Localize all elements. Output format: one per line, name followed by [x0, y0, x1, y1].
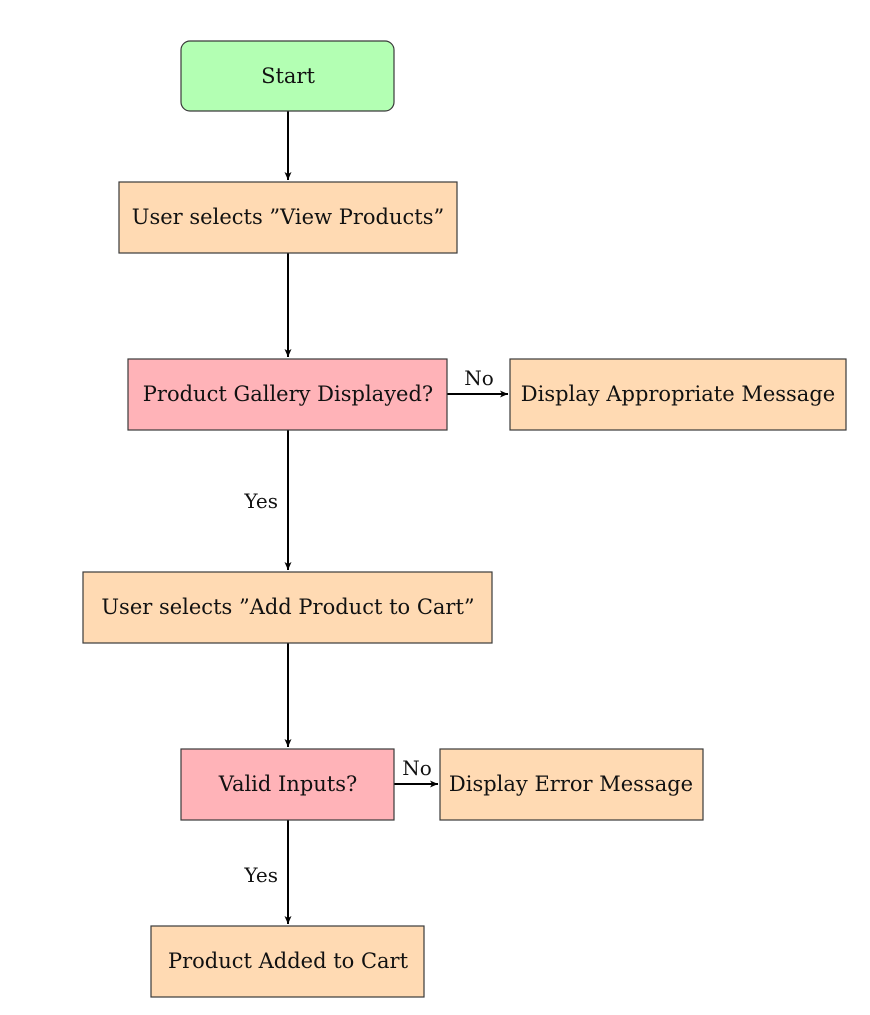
edge-labels: No Yes No Yes: [243, 366, 493, 887]
node-add-to-cart: User selects ”Add Product to Cart”: [82, 571, 493, 644]
edge-label-valid-no: No: [402, 756, 432, 780]
node-gallery-check: Product Gallery Displayed?: [127, 358, 448, 431]
node-valid-inputs-label: Valid Inputs?: [218, 772, 358, 796]
node-appropriate-message: Display Appropriate Message: [509, 358, 847, 431]
node-add-to-cart-label: User selects ”Add Product to Cart”: [101, 595, 474, 619]
node-gallery-check-label: Product Gallery Displayed?: [143, 382, 433, 406]
edges: [284, 111, 508, 924]
node-view-products-label: User selects ”View Products”: [132, 205, 444, 229]
node-valid-inputs-box: [180, 748, 395, 821]
node-view-products: User selects ”View Products”: [118, 181, 458, 254]
node-appropriate-message-label: Display Appropriate Message: [521, 382, 835, 406]
node-view-products-box: [118, 181, 458, 254]
node-error-message-label: Display Error Message: [449, 772, 693, 796]
node-product-added: Product Added to Cart: [150, 925, 425, 998]
node-error-message: Display Error Message: [439, 748, 704, 821]
node-appropriate-message-box: [509, 358, 847, 431]
node-add-to-cart-box: [82, 571, 493, 644]
node-product-added-label: Product Added to Cart: [168, 949, 409, 973]
node-error-message-box: [439, 748, 704, 821]
edge-label-gallery-no: No: [464, 366, 494, 390]
edge-label-gallery-yes: Yes: [243, 489, 278, 513]
node-gallery-check-box: [127, 358, 448, 431]
node-start-label: Start: [261, 64, 315, 88]
node-valid-inputs: Valid Inputs?: [180, 748, 395, 821]
node-start: Start: [180, 40, 395, 112]
edge-label-valid-yes: Yes: [243, 863, 278, 887]
node-start-box: [180, 40, 395, 112]
node-product-added-box: [150, 925, 425, 998]
